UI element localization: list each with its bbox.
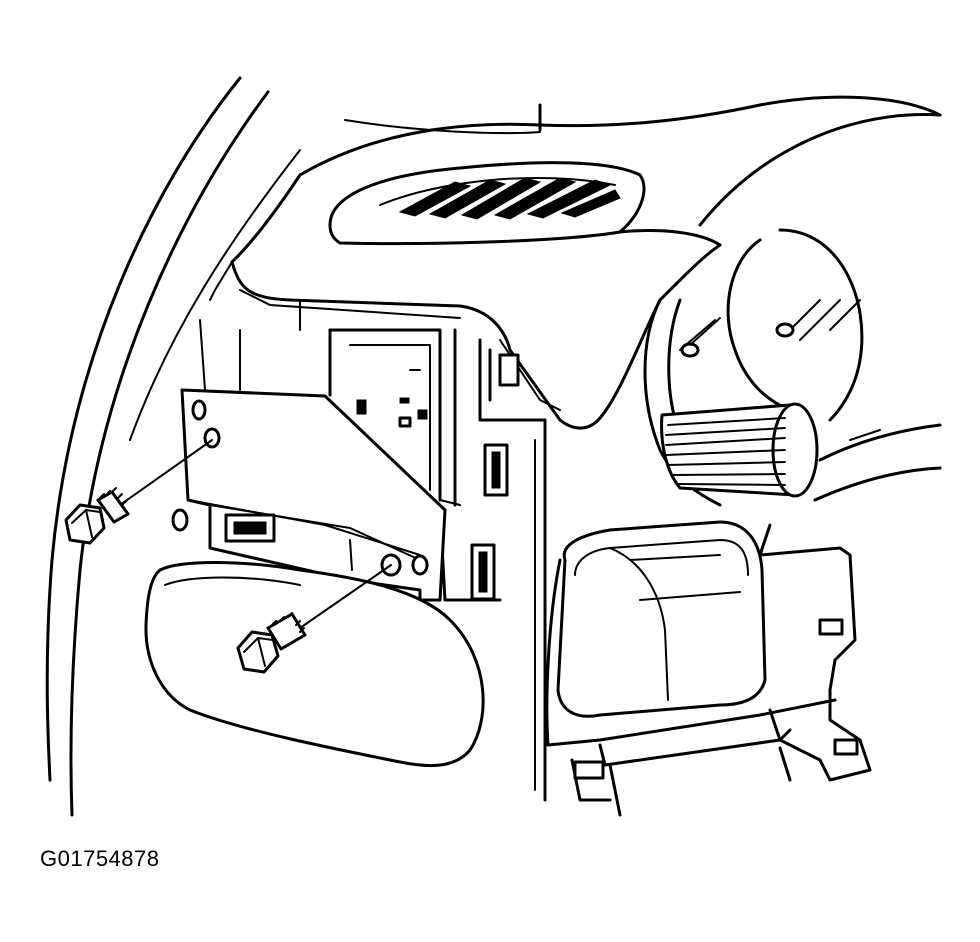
dashboard-top — [232, 97, 940, 262]
bottom-bracket — [572, 690, 870, 815]
pillar-hole — [173, 510, 187, 530]
bolt-thread-1 — [100, 488, 126, 505]
bolt-icon — [238, 565, 391, 672]
knurl-lines — [666, 418, 785, 485]
dash-pad — [232, 231, 720, 429]
bracket-plate — [182, 390, 445, 600]
lower-duct — [547, 522, 835, 745]
bolt-thread-2 — [272, 613, 304, 632]
rear-panel — [200, 320, 440, 500]
right-dash — [760, 425, 940, 690]
bolt-icon — [66, 440, 212, 543]
knob — [662, 404, 817, 496]
defroster-vent — [330, 163, 644, 244]
steering-column — [645, 230, 862, 505]
vent-louvers — [400, 178, 620, 219]
kick-panel — [146, 563, 483, 766]
seam-lines — [210, 262, 460, 505]
center-panel — [440, 330, 545, 800]
figure-id-label: G01754878 — [40, 846, 160, 871]
